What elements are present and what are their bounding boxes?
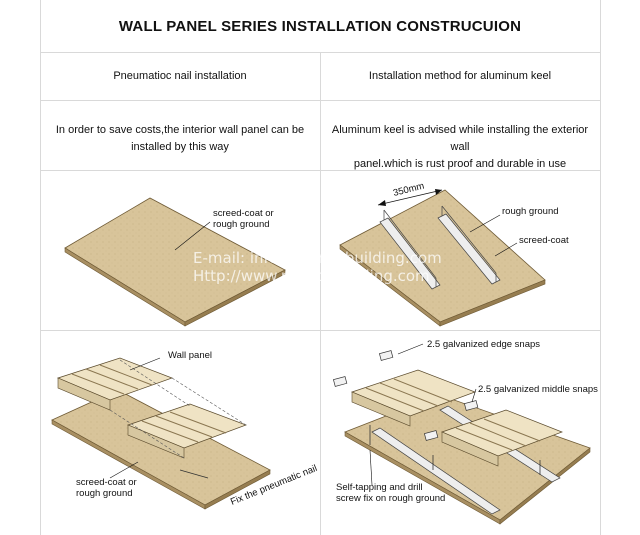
label-self-tapping-2: screw fix on rough ground (336, 493, 445, 504)
label-wall-panel: Wall panel (168, 350, 212, 361)
label-self-tapping-1: Self-tapping and drill (336, 482, 423, 493)
panel-diagram-nail: Wall panel screed-coat or rough ground F… (52, 350, 319, 509)
label-edge-snaps: 2.5 galvanized edge snaps (427, 339, 540, 350)
watermark-url: Http://www.prancebuilding.com (193, 267, 430, 285)
label-screed-coat-or-2: screed-coat or (76, 477, 137, 488)
watermark-email: E-mail: info@prancebuilding.com (193, 249, 442, 267)
label-rough-ground: rough ground (213, 219, 270, 230)
label-rough-ground-2: rough ground (76, 488, 133, 499)
label-screed-coat-or: screed-coat or (213, 208, 274, 219)
panel-diagram-keel: 2.5 galvanized edge snaps 2.5 galvanized… (333, 339, 598, 524)
label-dimension: 350mm (392, 181, 425, 199)
label-rough-ground-keel: rough ground (502, 206, 559, 217)
label-screed-coat: screed-coat (519, 235, 569, 246)
label-middle-snaps: 2.5 galvanized middle snaps (478, 384, 598, 395)
